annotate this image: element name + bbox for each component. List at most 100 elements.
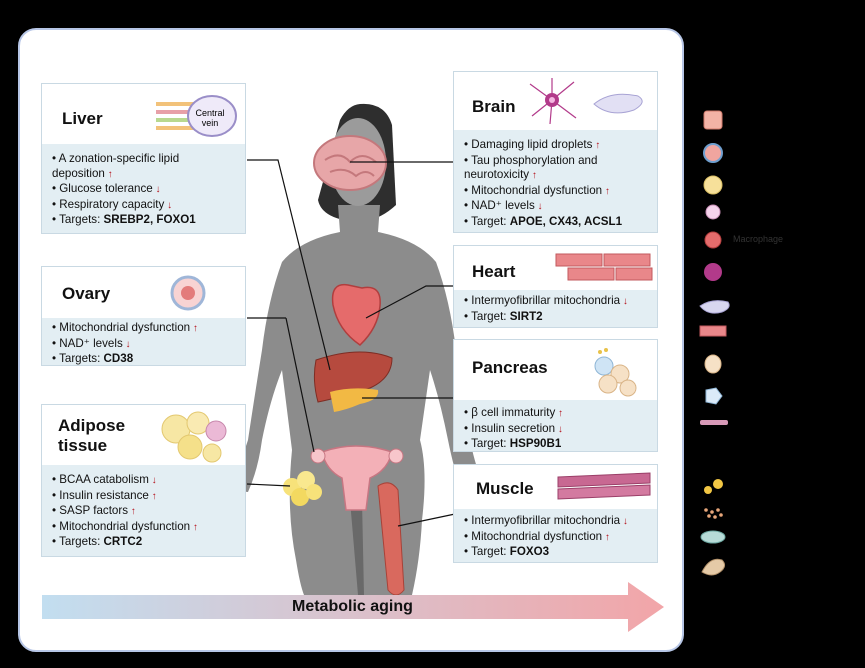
decrease-arrow-icon: ↓ [164, 199, 173, 211]
list-item-text: • NAD⁺ levels [52, 336, 123, 350]
list-item-text: • Damaging lipid droplets [464, 138, 593, 151]
decrease-arrow-icon: ↓ [620, 296, 628, 307]
receptor-legend-icon [701, 558, 726, 576]
list-item: • Damaging lipid droplets ↑ [464, 138, 653, 154]
list-item: • Insulin resistance ↑ [52, 489, 241, 505]
list-item-text: • Insulin resistance [52, 488, 149, 502]
increase-arrow-icon: ↑ [555, 408, 564, 419]
target-genes: CRTC2 [103, 535, 143, 549]
adipose-title: Adipose tissue [58, 416, 125, 456]
increase-arrow-icon: ↑ [148, 490, 157, 502]
list-item: • A zonation-specific lipid [52, 152, 241, 167]
list-item-text: • Mitochondrial dysfunction [464, 529, 603, 543]
brain-list: • Damaging lipid droplets ↑• Tau phospho… [464, 138, 653, 230]
muscle-organ [377, 482, 405, 596]
list-item-text: • Targets: [52, 213, 104, 227]
muscle-fiber-legend-icon [700, 420, 728, 425]
hepatocyte-legend-icon [703, 110, 723, 130]
oocyte-icon [170, 275, 206, 311]
liver-title: Liver [62, 109, 103, 128]
list-item-text: • Respiratory capacity [52, 197, 165, 211]
list-item-text: • Target: [464, 214, 510, 228]
increase-arrow-icon: ↑ [190, 323, 198, 334]
pancreas-title: Pancreas [472, 358, 548, 377]
adipose-list: • BCAA catabolism ↓• Insulin resistance … [52, 473, 241, 550]
brain-card: Brain • Damaging lipid droplets ↑• Tau p… [453, 71, 658, 233]
heart-card: Heart • Intermyofibrillar mitochondria ↓… [453, 245, 658, 328]
list-item-text: • Intermyofibrillar mitochondria [464, 294, 621, 307]
list-item: • BCAA catabolism ↓ [52, 473, 241, 489]
metabolic-aging-label: Metabolic aging [292, 598, 413, 615]
list-item: • Targets: CD38 [52, 352, 241, 367]
cell-legend-icon [705, 204, 721, 220]
muscle-fiber-icon [557, 472, 651, 500]
liver-lobule-icon [156, 95, 237, 137]
ovary-card: Ovary • Mitochondrial dysfunction ↑ • NAD… [41, 266, 246, 366]
list-item-text: • SASP factors [52, 504, 129, 518]
pancreatic-cell-legend-icon [704, 354, 722, 374]
central-vein-label: Central vein [195, 108, 225, 128]
ovary-list: • Mitochondrial dysfunction ↑ • NAD⁺ leve… [52, 321, 241, 367]
list-item: • Target: SIRT2 [464, 310, 653, 325]
list-item-text: • Glucose tolerance [52, 182, 153, 196]
target-genes: CD38 [103, 352, 134, 366]
list-item: • Insulin secretion ↓ [464, 422, 653, 438]
list-item-text: • Target: [464, 437, 510, 451]
decrease-arrow-icon: ↓ [152, 184, 161, 196]
list-item: • Tau phosphorylation and [464, 154, 653, 169]
ovary-organ-left [310, 448, 326, 464]
list-item: • Glucose tolerance ↓ [52, 182, 241, 198]
lipid-droplet-legend-icon [713, 479, 723, 489]
neuron-icon [529, 78, 643, 125]
ovary-title: Ovary [62, 284, 111, 303]
list-item: • Mitochondrial dysfunction ↑ [52, 520, 241, 536]
list-item-text: • Targets: [52, 535, 104, 549]
list-item-text: neurotoxicity [464, 168, 530, 182]
increase-arrow-icon: ↑ [104, 168, 113, 180]
target-genes: SREBP2, FOXO1 [103, 213, 196, 227]
connector-lines [246, 159, 456, 527]
macrophage-legend-label: Macrophage [733, 234, 784, 244]
macrophage-legend-icon [704, 231, 722, 249]
heart-list: • Intermyofibrillar mitochondria ↓ • Targ… [464, 294, 653, 324]
decrease-arrow-icon: ↓ [620, 516, 628, 527]
list-item-text: • Tau phosphorylation and [464, 153, 598, 167]
list-item-text: • Mitochondrial dysfunction [464, 183, 603, 197]
neuron-legend-icon [704, 263, 722, 281]
list-item-text: • Target: [464, 309, 510, 323]
list-item: neurotoxicity ↑ [464, 168, 653, 184]
liver-organ [313, 351, 393, 403]
sasp-legend-icon [704, 508, 723, 519]
increase-arrow-icon: ↑ [128, 506, 136, 518]
list-item: • NAD⁺ levels ↓ [464, 199, 653, 215]
target-genes: HSP90B1 [509, 437, 562, 451]
list-item-text: • Mitochondrial dysfunction [52, 321, 191, 334]
beta-cell-icon [594, 348, 637, 397]
list-item: • Mitochondrial dysfunction ↑ [464, 530, 653, 546]
list-item-text: • Targets: [52, 352, 104, 366]
adipose-title-line1: Adipose [58, 416, 126, 435]
increase-arrow-icon: ↑ [190, 521, 198, 533]
heart-organ [331, 283, 381, 346]
list-item: • Target: HSP90B1 [464, 437, 653, 452]
list-item-text: • Mitochondrial dysfunction [52, 519, 191, 533]
list-item-text: • β cell immaturity [464, 406, 556, 419]
uterus-organ [321, 445, 393, 511]
decrease-arrow-icon: ↓ [534, 201, 543, 213]
list-item: • Respiratory capacity ↓ [52, 198, 241, 214]
muscle-title: Muscle [476, 479, 534, 498]
decrease-arrow-icon: ↓ [122, 338, 131, 350]
list-item-text: • BCAA catabolism [52, 473, 149, 486]
adipose-card: Adipose tissue • BCAA catabolism ↓• Insu… [41, 404, 246, 557]
pancreas-organ [330, 388, 379, 412]
list-item-text: deposition [52, 166, 105, 180]
increase-arrow-icon: ↑ [592, 140, 601, 151]
list-item-text: • Intermyofibrillar mitochondria [464, 514, 621, 527]
list-item: • Mitochondrial dysfunction ↑ [464, 184, 653, 200]
beta-cell-legend-icon [705, 387, 723, 405]
liver-card: Liver Central vein • A zonation-specific… [41, 83, 246, 234]
list-item: • Targets: SREBP2, FOXO1 [52, 213, 241, 228]
mitochondria-legend-icon [700, 530, 726, 544]
